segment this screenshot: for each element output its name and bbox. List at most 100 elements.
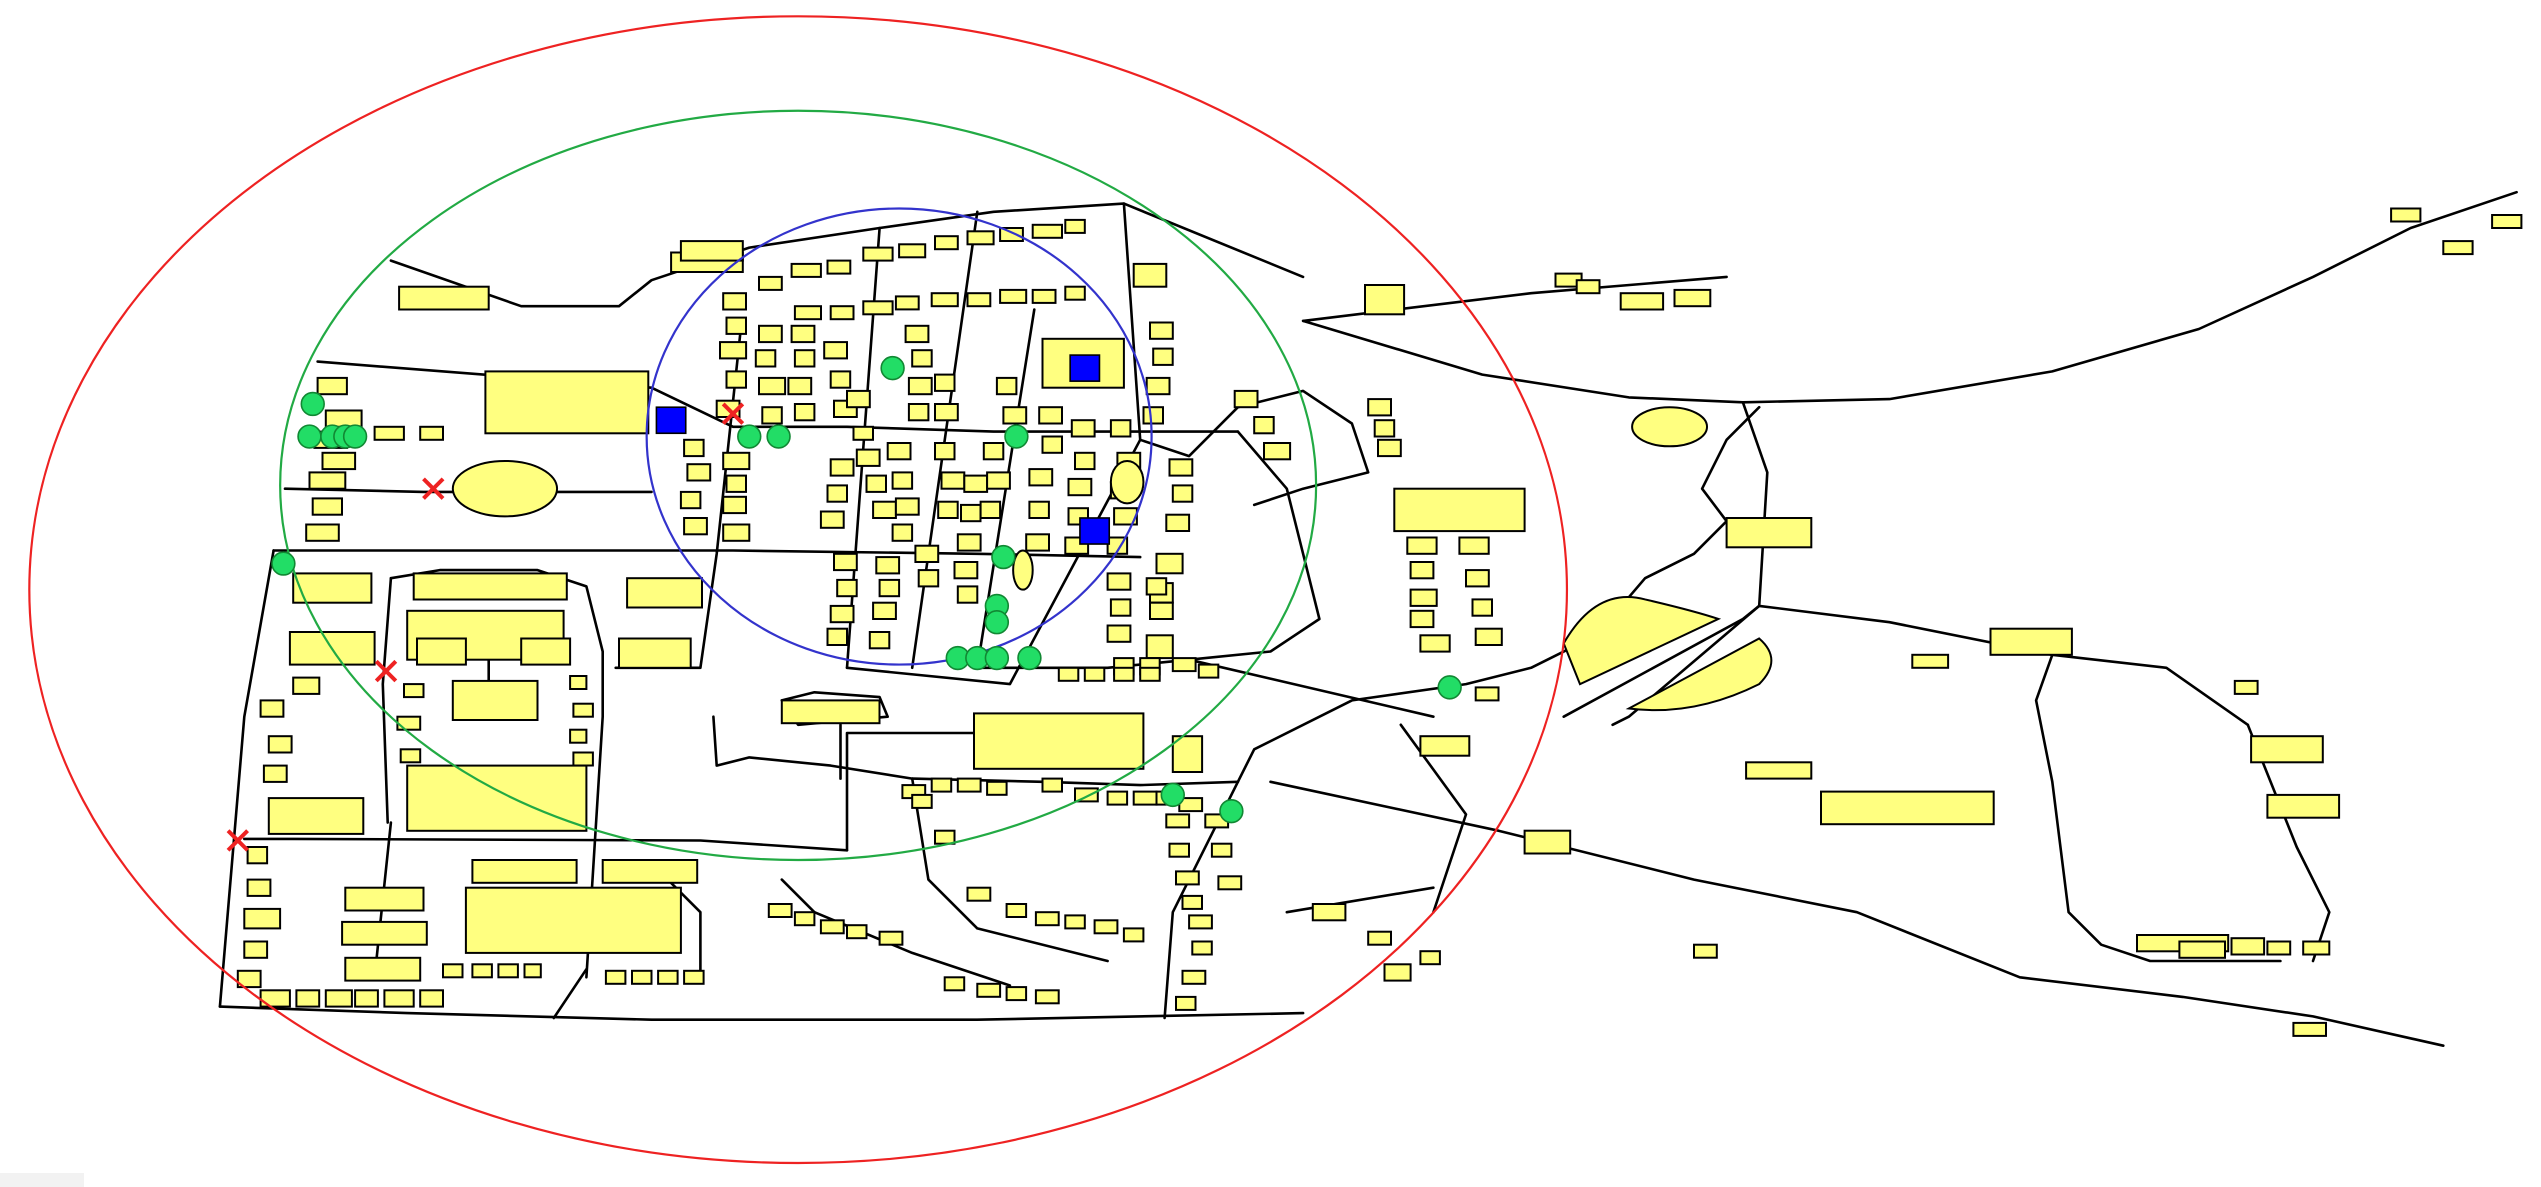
green-circle-marker[interactable] (880, 355, 905, 381)
building (2250, 735, 2324, 764)
road-segment (218, 549, 275, 1008)
building (982, 442, 1005, 461)
red-cross-marker[interactable] (422, 477, 445, 500)
building (683, 438, 705, 458)
building (790, 262, 822, 278)
building (1419, 634, 1451, 653)
building (826, 627, 848, 647)
oval-building (1012, 549, 1034, 591)
building (956, 585, 979, 604)
building (2178, 940, 2226, 959)
building (943, 976, 966, 992)
building (855, 448, 881, 467)
building (1367, 930, 1392, 946)
building (787, 376, 813, 396)
road-segment (1138, 389, 1370, 507)
building (1064, 285, 1086, 301)
green-circle-marker[interactable] (984, 610, 1010, 635)
building (1364, 284, 1406, 316)
building (878, 578, 901, 598)
building (1041, 777, 1063, 793)
building (354, 989, 379, 1008)
green-circle-marker[interactable] (737, 424, 762, 449)
building (956, 533, 982, 552)
building (569, 728, 588, 744)
oval-building (1109, 459, 1145, 505)
building (999, 227, 1024, 242)
green-circle-marker[interactable] (1219, 798, 1244, 824)
inner-ring (645, 207, 1153, 666)
building (1820, 790, 1995, 826)
road-segment (1301, 190, 2518, 404)
red-cross-marker[interactable] (374, 659, 398, 683)
building (986, 471, 1011, 490)
road-segment (2246, 723, 2331, 963)
building (1165, 813, 1191, 829)
building (497, 963, 519, 979)
building (1188, 914, 1213, 930)
building (986, 780, 1008, 796)
building (976, 982, 1002, 998)
building (1233, 389, 1259, 409)
building (442, 963, 464, 979)
building (829, 458, 855, 477)
building (904, 324, 930, 344)
green-circle-marker[interactable] (984, 645, 1010, 671)
red-cross-marker[interactable] (226, 829, 249, 852)
building (819, 510, 845, 529)
green-circle-marker[interactable] (297, 424, 322, 449)
building (246, 846, 269, 865)
green-circle-marker[interactable] (342, 424, 368, 449)
building (819, 919, 845, 935)
green-circle-marker[interactable] (1437, 675, 1462, 700)
building (875, 556, 901, 575)
cross-stroke (374, 659, 398, 683)
green-circle-marker[interactable] (1160, 782, 1185, 808)
building (316, 376, 348, 396)
green-circle-marker[interactable] (300, 391, 325, 417)
building (1367, 398, 1392, 417)
building (934, 442, 956, 461)
building (1155, 552, 1184, 575)
blue-square-marker[interactable] (1069, 354, 1101, 382)
building (725, 474, 747, 493)
building (979, 500, 1002, 520)
cross-stroke (721, 402, 745, 425)
road-segment (1562, 604, 1761, 719)
building (1989, 627, 2073, 656)
building (1031, 223, 1063, 239)
green-circle-marker[interactable] (1017, 645, 1042, 671)
building (917, 569, 940, 588)
red-cross-marker[interactable] (721, 402, 745, 425)
blue-square-marker[interactable] (655, 406, 687, 435)
green-circle-marker[interactable] (271, 551, 296, 576)
building (1002, 406, 1028, 425)
building (1458, 536, 1490, 555)
building (292, 676, 321, 695)
building (934, 373, 956, 392)
road-segment (272, 549, 1142, 559)
building (1171, 484, 1194, 503)
building (1409, 588, 1438, 607)
building (793, 911, 816, 927)
building (930, 777, 953, 793)
building (1474, 686, 1500, 702)
green-circle-marker[interactable] (1004, 424, 1029, 449)
building (1168, 842, 1190, 858)
road-segment (845, 202, 1142, 686)
blue-square-marker[interactable] (1079, 517, 1111, 545)
building (295, 989, 321, 1008)
road-segment (1611, 604, 1761, 727)
building (1165, 513, 1191, 533)
marker-layer[interactable] (226, 354, 1462, 852)
building (725, 316, 747, 335)
green-circle-marker[interactable] (991, 544, 1016, 570)
building (1028, 500, 1050, 520)
green-circle-marker[interactable] (766, 424, 791, 449)
building (823, 341, 849, 360)
building (311, 497, 344, 516)
road-segment (910, 777, 1109, 963)
building (1693, 943, 1718, 959)
building (259, 699, 285, 718)
